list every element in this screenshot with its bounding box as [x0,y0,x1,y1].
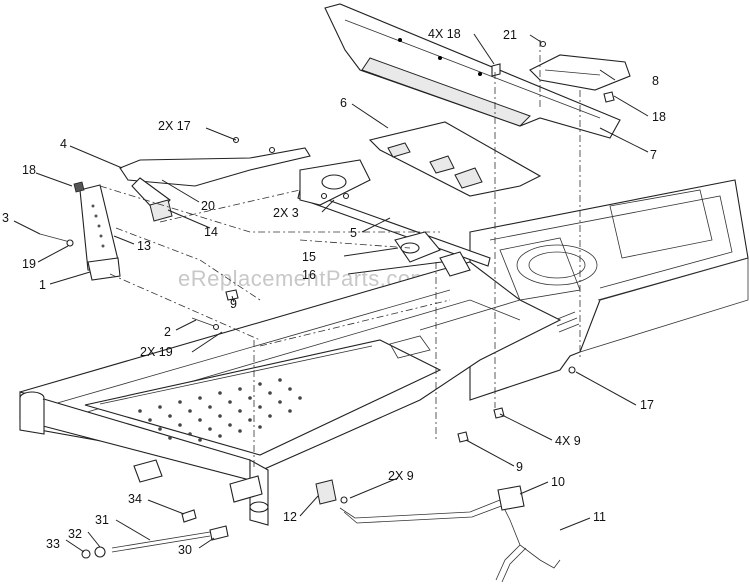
callout-15: 15 [302,250,316,264]
callout-18-right: 18 [652,110,666,124]
callout-9-right: 9 [516,460,523,474]
callout-19: 19 [22,257,36,271]
pivot-bracket-15 [394,231,471,277]
plate-8 [529,54,631,91]
callout-labels: 4X 18 21 8 18 7 6 2X 17 4 18 20 2X 3 3 1… [2,27,666,557]
callout-17: 17 [640,398,654,412]
plate-6 [368,121,542,197]
callout-33: 33 [46,537,60,551]
callout-9-center: 9 [230,297,237,311]
callout-14: 14 [204,225,218,239]
callout-8: 8 [652,74,659,88]
main-frame [19,179,749,526]
callout-10: 10 [551,475,565,489]
callout-4x18: 4X 18 [428,27,461,41]
callout-4: 4 [60,137,67,151]
callout-11: 11 [593,510,606,524]
callout-2x3: 2X 3 [273,206,299,220]
callout-34: 34 [128,492,142,506]
callout-5: 5 [350,226,357,240]
callout-2: 2 [164,325,171,339]
callout-6: 6 [340,96,347,110]
tie-rod-31 [81,509,229,559]
callout-21: 21 [503,28,517,42]
lever-arm-4 [119,147,311,222]
callout-30: 30 [178,543,192,557]
callout-18-left: 18 [22,163,36,177]
shaft-5 [297,159,491,267]
lift-rod-11 [339,485,561,583]
callout-31: 31 [95,513,109,527]
quadrant-plate-13 [79,184,121,281]
callout-7: 7 [650,148,657,162]
callout-4x9: 4X 9 [555,434,581,448]
callout-3: 3 [2,211,9,225]
assembly-lines [99,40,581,470]
callout-13: 13 [137,239,151,253]
callout-12: 12 [283,510,297,524]
hardware [39,40,615,505]
callout-32: 32 [68,527,82,541]
callout-20: 20 [201,199,215,213]
callout-2x19: 2X 19 [140,345,173,359]
floor-holes [138,378,302,442]
rear-bracket-7 [324,3,621,139]
callout-2x17: 2X 17 [158,119,191,133]
callout-16: 16 [302,268,316,282]
leader-lines [13,33,649,553]
callout-2x9: 2X 9 [388,469,414,483]
callout-1: 1 [39,278,46,292]
